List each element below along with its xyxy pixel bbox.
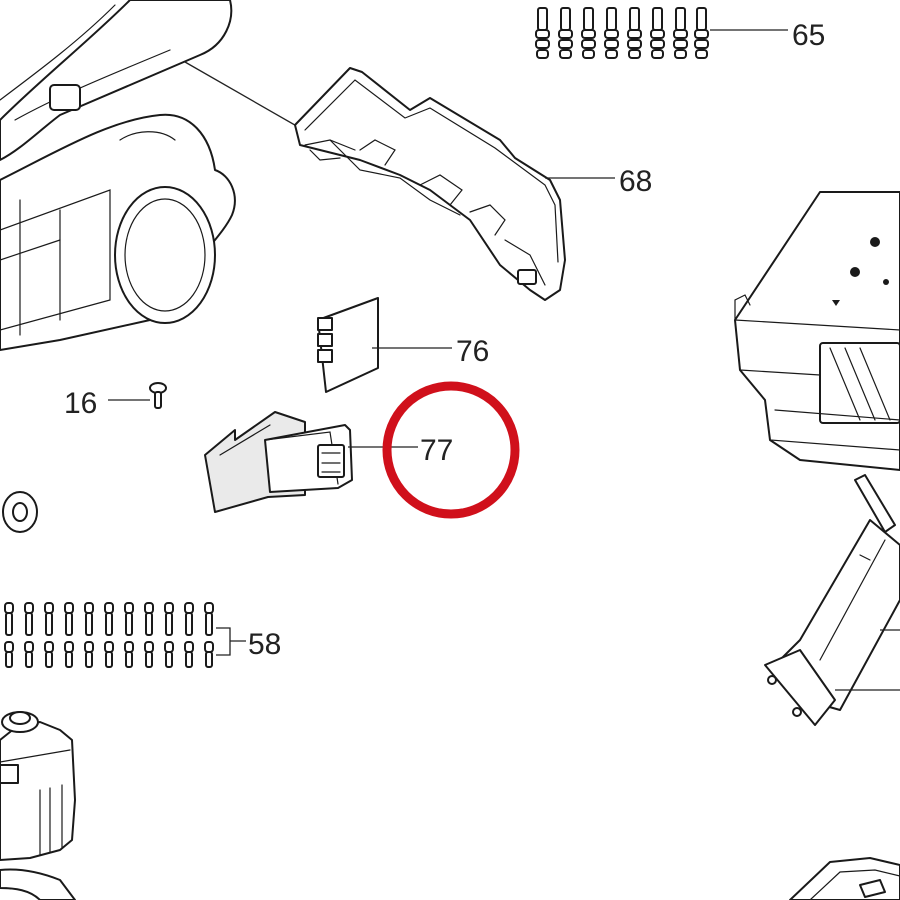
callout-68: 68 <box>619 165 652 198</box>
leader-housing-68 <box>184 61 301 129</box>
connector-board-77 <box>204 411 353 513</box>
screw <box>604 7 619 59</box>
screw <box>535 7 550 59</box>
callout-65: 65 <box>792 19 825 52</box>
motor-unit <box>0 711 76 900</box>
screw-row-top <box>4 602 214 636</box>
screw-row-bottom <box>4 641 214 668</box>
washer <box>2 491 38 533</box>
leader-58 <box>216 627 246 656</box>
highlight-circle <box>382 381 520 519</box>
screws-58 <box>4 602 214 668</box>
bracket-68 <box>294 67 566 301</box>
callout-77: 77 <box>420 434 453 467</box>
screw <box>558 7 573 59</box>
housing-part <box>0 0 236 351</box>
screw <box>673 7 688 59</box>
callout-58: 58 <box>248 628 281 661</box>
plate-76 <box>317 297 379 393</box>
screw <box>650 7 665 59</box>
screw <box>694 7 709 59</box>
callout-76: 76 <box>456 335 489 368</box>
mounting-bracket <box>764 474 900 726</box>
screw <box>627 7 642 59</box>
screw <box>581 7 596 59</box>
callout-16: 16 <box>64 387 97 420</box>
control-box <box>734 191 900 471</box>
screws-65 <box>535 7 709 59</box>
screw-16 <box>149 382 167 409</box>
lower-right-part <box>789 857 900 900</box>
